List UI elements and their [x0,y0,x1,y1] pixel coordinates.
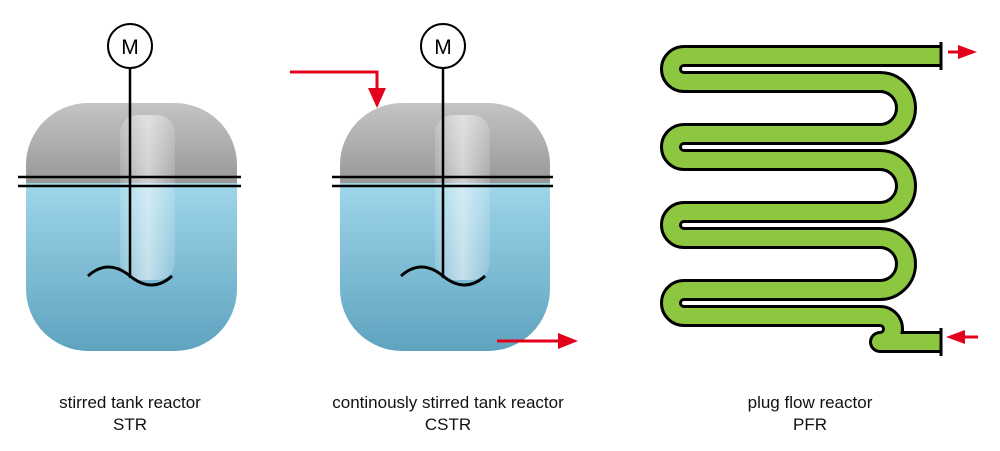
cstr-caption: continously stirred tank reactor CSTR [298,392,598,436]
cstr-glare [435,115,490,280]
cstr-abbr: CSTR [424,415,472,434]
pfr-abbr: PFR [793,415,827,434]
str-reactor: M [18,23,241,351]
str-name: stirred tank reactor [59,393,201,412]
cstr-reactor: M [290,23,578,351]
str-glare [120,115,175,280]
cstr-impeller [399,265,487,287]
cstr-inlet-arrow [290,70,386,108]
str-motor-label: M [121,36,139,59]
str-vessel [26,103,237,351]
cstr-motor [420,23,466,69]
str-motor [107,23,153,69]
pfr-tube [660,45,940,353]
pfr-name: plug flow reactor [747,393,873,412]
cstr-motor-label: M [434,36,452,59]
str-abbr: STR [113,415,147,434]
cstr-outlet-arrow [497,333,578,349]
str-impeller [86,265,174,287]
pfr-inlet-arrow [946,330,978,344]
str-caption: stirred tank reactor STR [15,392,245,436]
pfr-outlet-arrow [948,45,977,59]
pfr-reactor [660,42,978,356]
cstr-vessel [340,103,550,351]
cstr-name: continously stirred tank reactor [332,393,564,412]
pfr-caption: plug flow reactor PFR [700,392,920,436]
